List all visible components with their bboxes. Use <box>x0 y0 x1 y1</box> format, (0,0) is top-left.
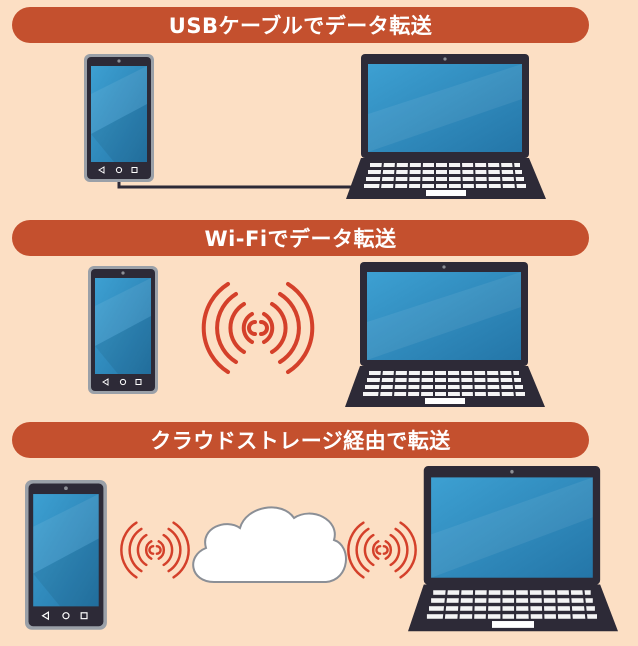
section-cloud-title-text: クラウドストレージ経由で転送 <box>150 429 451 453</box>
wifi-signal-icon <box>120 521 190 579</box>
wifi-signal-icon <box>201 282 315 374</box>
section-usb-title: USBケーブルでデータ転送 <box>12 7 589 43</box>
usb-cable-icon <box>117 182 357 189</box>
smartphone-icon <box>87 265 159 395</box>
smartphone-icon <box>83 53 155 183</box>
section-usb-title-text: USBケーブルでデータ転送 <box>168 14 433 38</box>
section-wifi-title: Wi-Fiでデータ転送 <box>12 220 589 256</box>
section-cloud-title: クラウドストレージ経由で転送 <box>12 422 589 458</box>
smartphone-icon <box>24 479 108 631</box>
cloud-icon <box>192 506 347 583</box>
wifi-signal-icon <box>347 521 417 579</box>
laptop-icon <box>345 53 547 200</box>
laptop-icon <box>406 464 620 633</box>
laptop-icon <box>344 261 546 408</box>
section-wifi-title-text: Wi-Fiでデータ転送 <box>204 227 397 251</box>
